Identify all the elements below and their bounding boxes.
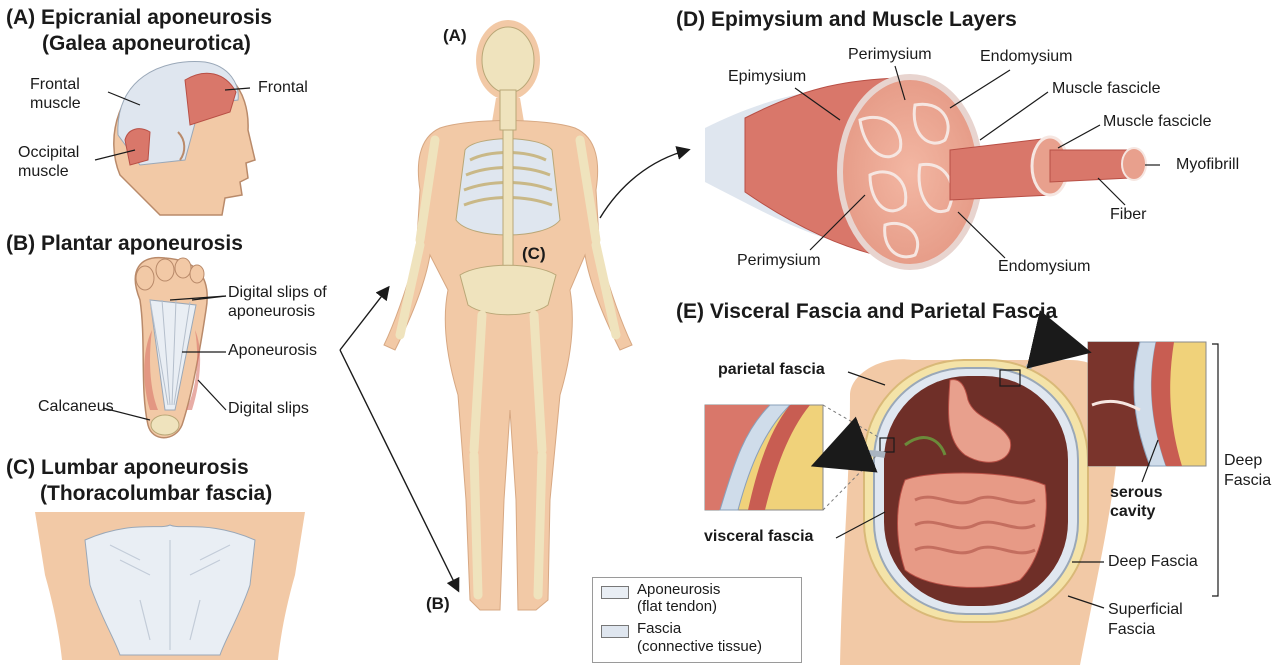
panel-b-title: (B) Plantar aponeurosis	[6, 232, 243, 255]
legend: Aponeurosis (flat tendon) Fascia (connec…	[592, 577, 802, 663]
label-fiber: Fiber	[1110, 206, 1147, 223]
muscle-leader-lines	[794, 65, 1160, 259]
label-perimysium-bottom: Perimysium	[737, 252, 821, 269]
label-epimysium: Epimysium	[728, 68, 807, 85]
zoom-arrows	[810, 310, 1092, 473]
legend-swatch-fascia	[601, 625, 629, 638]
body-arrows	[339, 146, 691, 593]
label-perimysium-top: Perimysium	[848, 46, 932, 63]
label-superficial-line1: Superficial	[1108, 601, 1183, 618]
head-leader-lines	[94, 87, 251, 161]
label-occipital-line1: Occipital	[18, 144, 80, 161]
muscle-illustration	[705, 74, 1147, 270]
panel-a-subtitle: (Galea aponeurotica)	[42, 32, 251, 55]
label-deep-fascia: Deep Fascia	[1108, 553, 1198, 570]
panel-e-title: (E) Visceral Fascia and Parietal Fascia	[676, 300, 1058, 323]
label-digital-slips-of-line2: aponeurosis	[228, 303, 316, 320]
body-illustration	[383, 20, 633, 611]
panel-a-title: (A) Epicranial aponeurosis	[6, 6, 273, 29]
label-myofibrill: Myofibrill	[1176, 156, 1240, 173]
label-superficial-line2: Fascia	[1108, 621, 1156, 638]
panel-d-title: (D) Epimysium and Muscle Layers	[676, 8, 1017, 31]
label-frontal-muscle-line1: Frontal	[30, 76, 80, 93]
panel-c-title: (C) Lumbar aponeurosis	[6, 456, 249, 479]
foot-leader-lines	[102, 295, 227, 421]
panel-c-subtitle: (Thoracolumbar fascia)	[40, 482, 273, 505]
label-frontal-muscle-line2: muscle	[30, 95, 81, 112]
label-serous-line2: cavity	[1110, 503, 1156, 520]
label-endomysium-bottom: Endomysium	[998, 258, 1091, 275]
label-digital-slips: Digital slips	[228, 400, 309, 417]
label-muscle-fascicle-2: Muscle fascicle	[1103, 113, 1212, 130]
label-digital-slips-of-line1: Digital slips of	[228, 284, 327, 301]
label-calcaneus: Calcaneus	[38, 398, 114, 415]
label-serous-line1: serous	[1110, 484, 1163, 501]
label-endomysium-top: Endomysium	[980, 48, 1073, 65]
legend-aponeurosis-line2: (flat tendon)	[637, 598, 718, 615]
label-parietal-fascia: parietal fascia	[718, 361, 825, 378]
body-marker-b: (B)	[426, 594, 450, 613]
legend-aponeurosis-line1: Aponeurosis	[637, 581, 721, 598]
abdomen-illustration	[704, 341, 1207, 665]
label-frontal: Frontal	[258, 79, 308, 96]
head-illustration	[113, 61, 256, 216]
body-marker-c: (C)	[522, 244, 546, 263]
label-deep-bracket-line2: Fascia	[1224, 472, 1272, 489]
label-occipital-line2: muscle	[18, 163, 69, 180]
foot-illustration	[134, 256, 208, 439]
label-muscle-fascicle-1: Muscle fascicle	[1052, 80, 1161, 97]
back-illustration	[35, 512, 305, 660]
abdomen-leader-lines	[835, 343, 1219, 609]
label-visceral-fascia: visceral fascia	[704, 528, 814, 545]
label-aponeurosis: Aponeurosis	[228, 342, 317, 359]
body-marker-a: (A)	[443, 26, 467, 45]
legend-swatch-aponeurosis	[601, 586, 629, 599]
legend-fascia-line2: (connective tissue)	[637, 638, 763, 655]
legend-fascia-line1: Fascia	[637, 620, 682, 637]
label-deep-bracket-line1: Deep	[1224, 452, 1263, 469]
